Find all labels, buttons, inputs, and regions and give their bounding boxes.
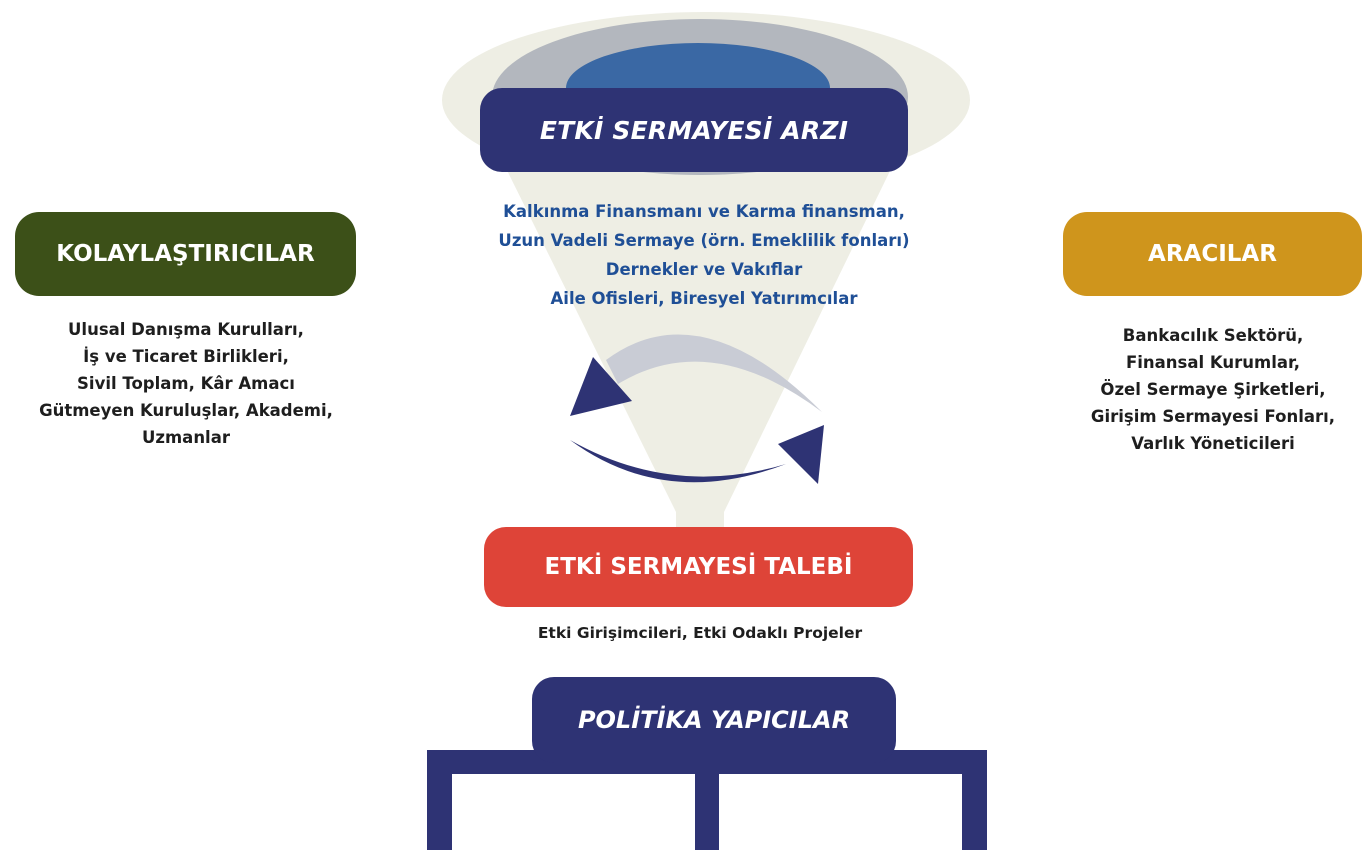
supply-title: ETKİ SERMAYESİ ARZI xyxy=(539,115,849,145)
facilitators-title-box: KOLAYLAŞTIRICILAR xyxy=(15,212,356,296)
demand-item: Etki Girişimcileri, Etki Odaklı Projeler xyxy=(537,624,863,642)
arrow-left-head-icon xyxy=(570,357,632,416)
policy-table-frame xyxy=(427,750,987,850)
table-leg-right xyxy=(962,750,987,850)
table-leg-left xyxy=(427,750,452,850)
demand-list: Etki Girişimcileri, Etki Odaklı Projeler xyxy=(450,620,950,647)
facilitators-item: Ulusal Danışma Kurulları, xyxy=(68,320,304,339)
facilitators-title: KOLAYLAŞTIRICILAR xyxy=(56,241,315,267)
facilitators-item: Sivil Toplam, Kâr Amacı xyxy=(77,374,295,393)
supply-item: Dernekler ve Vakıflar xyxy=(605,260,803,279)
intermediaries-item: Varlık Yöneticileri xyxy=(1131,434,1295,453)
intermediaries-item: Finansal Kurumlar, xyxy=(1126,353,1300,372)
intermediaries-item: Girişim Sermayesi Fonları, xyxy=(1090,407,1336,426)
arrow-bottom-arc xyxy=(570,440,786,483)
arrow-right-head-icon xyxy=(778,425,824,484)
intermediaries-list: Bankacılık Sektörü, Finansal Kurumlar, Ö… xyxy=(1045,322,1369,457)
facilitators-item: İş ve Ticaret Birlikleri, xyxy=(83,347,289,366)
intermediaries-item: Özel Sermaye Şirketleri, xyxy=(1100,380,1326,399)
table-leg-middle xyxy=(695,770,719,850)
supply-title-box: ETKİ SERMAYESİ ARZI xyxy=(480,88,908,172)
facilitators-list: Ulusal Danışma Kurulları, İş ve Ticaret … xyxy=(0,316,372,451)
facilitators-item: Gütmeyen Kuruluşlar, Akademi, xyxy=(39,401,333,420)
supply-item: Uzun Vadeli Sermaye (örn. Emeklilik fonl… xyxy=(498,231,910,250)
cycle-arrows-icon xyxy=(570,334,824,484)
intermediaries-title: ARACILAR xyxy=(1148,241,1277,267)
funnel-body xyxy=(492,140,905,512)
policy-title: POLİTİKA YAPICILAR xyxy=(577,706,851,734)
supply-list: Kalkınma Finansmanı ve Karma finansman, … xyxy=(404,197,1004,313)
arrow-top-arc xyxy=(606,334,822,412)
policy-title-box: POLİTİKA YAPICILAR xyxy=(532,677,896,763)
intermediaries-item: Bankacılık Sektörü, xyxy=(1122,326,1304,345)
demand-title-box: ETKİ SERMAYESİ TALEBİ xyxy=(484,527,913,607)
supply-item: Aile Ofisleri, Biresyel Yatırımcılar xyxy=(550,289,858,308)
facilitators-item: Uzmanlar xyxy=(141,428,230,447)
demand-title: ETKİ SERMAYESİ TALEBİ xyxy=(544,554,853,580)
intermediaries-title-box: ARACILAR xyxy=(1063,212,1362,296)
supply-item: Kalkınma Finansmanı ve Karma finansman, xyxy=(503,202,905,221)
